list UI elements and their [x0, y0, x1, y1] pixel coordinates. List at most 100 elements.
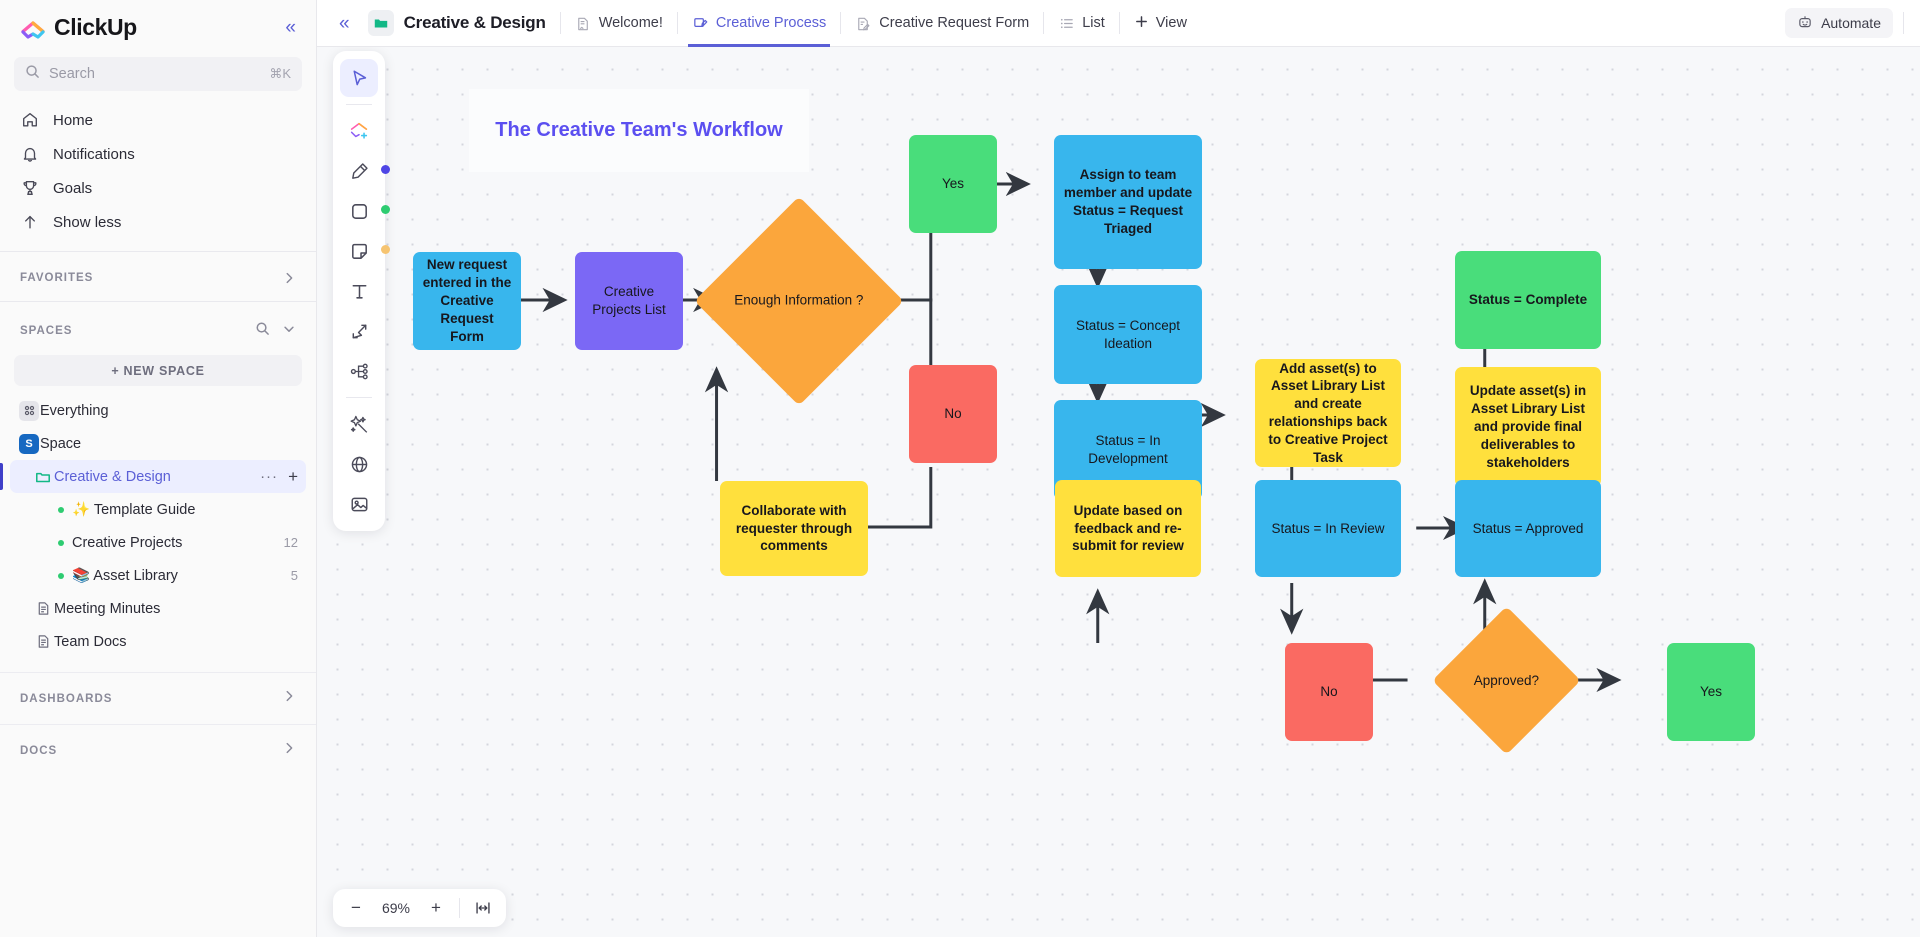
flow-node-enough-information[interactable]: Enough Information ?	[694, 196, 904, 406]
brand[interactable]: ClickUp	[20, 14, 137, 41]
favorites-section-header[interactable]: FAVORITES	[0, 256, 316, 297]
divider	[0, 301, 316, 302]
pen-tool[interactable]	[340, 152, 390, 190]
embed-tool[interactable]	[340, 445, 378, 483]
flow-node-update-based-on-feedback[interactable]: Update based on feedback and re-submit f…	[1055, 480, 1201, 577]
select-tool[interactable]	[340, 59, 378, 97]
sidebar-item-show-less[interactable]: Show less	[10, 205, 306, 239]
folder-icon	[367, 10, 394, 36]
home-icon	[20, 111, 39, 130]
sidebar-collapse-icon[interactable]: «	[285, 17, 296, 38]
top-bar: « Creative & Design Welcome!	[317, 0, 1920, 47]
add-view-button[interactable]: View	[1120, 14, 1201, 33]
search-placeholder: Search	[49, 66, 95, 82]
shapes-add-tool[interactable]	[340, 112, 378, 150]
tab-creative-process[interactable]: Creative Process	[678, 0, 840, 47]
flow-node-status-complete[interactable]: Status = Complete	[1455, 251, 1601, 349]
divider	[676, 12, 678, 34]
sidebar-item-creative-projects[interactable]: Creative Projects 12	[10, 526, 306, 559]
panel-collapse-icon[interactable]: «	[339, 12, 350, 34]
tab-list[interactable]: List	[1044, 0, 1119, 47]
whiteboard-canvas[interactable]: − 69% + The Creative Team's Workflow	[317, 47, 1920, 937]
folder-icon	[32, 469, 54, 485]
sidebar-item-notifications[interactable]: Notifications	[10, 137, 306, 171]
whiteboard-toolbar	[333, 51, 390, 531]
add-icon[interactable]: +	[288, 466, 298, 486]
tab-creative-request-form[interactable]: Creative Request Form	[841, 0, 1043, 47]
fit-to-screen-icon[interactable]	[466, 893, 500, 923]
item-count: 12	[283, 535, 298, 550]
sidebar-item-template-guide[interactable]: ✨ Template Guide	[10, 493, 306, 526]
flow-node-new-request[interactable]: New request entered in the Creative Requ…	[413, 252, 521, 350]
tab-welcome[interactable]: Welcome!	[561, 0, 677, 47]
shape-tool[interactable]	[340, 192, 390, 230]
ai-tool[interactable]	[340, 405, 378, 443]
whiteboard-icon	[692, 15, 709, 32]
more-options-icon[interactable]: ···	[260, 468, 279, 485]
connector-tool[interactable]	[340, 312, 378, 350]
sidebar-item-team-docs[interactable]: Team Docs	[10, 625, 306, 658]
flow-node-yes-bottom[interactable]: Yes	[1667, 643, 1755, 741]
spaces-tree: Everything S Space Creative & Design ···…	[0, 392, 316, 658]
mindmap-tool[interactable]	[340, 352, 378, 390]
sidebar-item-label: Creative Projects	[72, 534, 183, 551]
search-icon[interactable]	[255, 321, 270, 341]
flow-node-yes-top[interactable]: Yes	[909, 135, 997, 233]
flow-node-no-top[interactable]: No	[909, 365, 997, 463]
docs-label: DOCS	[20, 744, 58, 757]
sidebar-item-asset-library[interactable]: 📚 Asset Library 5	[10, 559, 306, 592]
search-shortcut: ⌘K	[269, 66, 291, 81]
sticky-color-swatch[interactable]	[381, 245, 390, 254]
breadcrumb[interactable]: Creative & Design	[367, 10, 560, 36]
sidebar-item-label: Space	[40, 435, 82, 452]
new-space-button[interactable]: + NEW SPACE	[14, 355, 302, 386]
flow-node-creative-projects-list[interactable]: Creative Projects List	[575, 252, 683, 350]
sidebar-item-meeting-minutes[interactable]: Meeting Minutes	[10, 592, 306, 625]
main-area: « Creative & Design Welcome!	[317, 0, 1920, 937]
sticky-note-tool[interactable]	[340, 232, 390, 270]
divider	[1118, 12, 1120, 34]
chevron-right-icon[interactable]	[282, 689, 296, 708]
zoom-out-button[interactable]: −	[351, 898, 361, 917]
shape-color-swatch[interactable]	[381, 205, 390, 214]
flow-node-approved[interactable]: Approved?	[1432, 606, 1581, 755]
whiteboard-title[interactable]: The Creative Team's Workflow	[469, 89, 809, 172]
image-tool[interactable]	[340, 485, 378, 523]
flow-node-label: Enough Information ?	[734, 293, 864, 309]
flow-node-no-bottom[interactable]: No	[1285, 643, 1373, 741]
flow-node-collaborate-with-requester[interactable]: Collaborate with requester through comme…	[720, 481, 868, 576]
sidebar-item-everything[interactable]: Everything	[10, 394, 306, 427]
row-actions: ··· +	[260, 467, 298, 487]
chevron-right-icon[interactable]	[282, 271, 296, 285]
flow-node-update-assets-final-deliverables[interactable]: Update asset(s) in Asset Library List an…	[1455, 367, 1601, 487]
sidebar-item-goals[interactable]: Goals	[10, 171, 306, 205]
sidebar-item-space[interactable]: S Space	[10, 427, 306, 460]
sidebar-item-home[interactable]: Home	[10, 103, 306, 137]
robot-icon	[1797, 14, 1813, 33]
zoom-in-button[interactable]: +	[431, 898, 441, 917]
automate-label: Automate	[1821, 15, 1881, 31]
search-input[interactable]: Search ⌘K	[14, 57, 302, 91]
dashboards-section[interactable]: DASHBOARDS	[0, 672, 316, 724]
flow-node-status-concept-ideation[interactable]: Status = Concept Ideation	[1054, 285, 1202, 384]
zoom-level[interactable]: 69%	[381, 900, 411, 916]
flow-node-status-approved[interactable]: Status = Approved	[1455, 480, 1601, 577]
item-count: 5	[290, 568, 298, 583]
spaces-section-header[interactable]: SPACES	[0, 306, 316, 353]
sidebar-item-creative-and-design[interactable]: Creative & Design ··· +	[0, 460, 306, 493]
list-dot-icon	[50, 539, 72, 546]
pen-color-swatch[interactable]	[381, 165, 390, 174]
list-icon	[1058, 15, 1075, 32]
flow-node-add-assets-to-library[interactable]: Add asset(s) to Asset Library List and c…	[1255, 359, 1401, 467]
flow-node-status-in-review[interactable]: Status = In Review	[1255, 480, 1401, 577]
text-tool[interactable]	[340, 272, 378, 310]
bell-icon	[20, 145, 39, 164]
automate-button[interactable]: Automate	[1785, 8, 1893, 38]
sidebar-item-label: Meeting Minutes	[54, 600, 161, 617]
chevron-down-icon[interactable]	[282, 322, 296, 341]
flow-node-assign-to-team-member[interactable]: Assign to team member and update Status …	[1054, 135, 1202, 269]
divider	[1903, 12, 1904, 34]
docs-section[interactable]: DOCS	[0, 724, 316, 776]
chevron-right-icon[interactable]	[282, 741, 296, 760]
